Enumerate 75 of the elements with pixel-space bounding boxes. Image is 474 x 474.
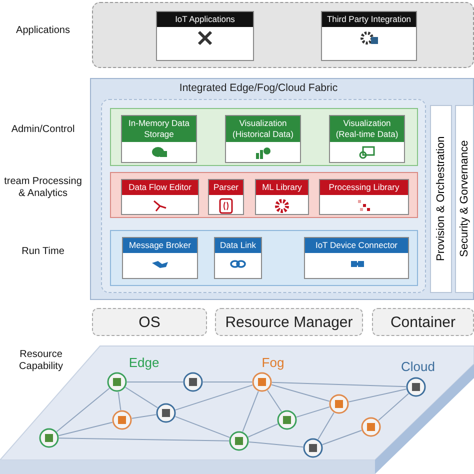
component-card [214,237,262,279]
network-link [118,391,122,411]
component-card [122,237,198,279]
layer-band [110,172,418,218]
network-link [248,424,278,438]
device-node [112,410,132,430]
layer-band [110,108,418,166]
component-card [304,237,409,279]
component-card [121,115,197,163]
device-node [156,403,176,423]
side-panel: Security & Gorvernance [455,105,474,293]
card-title: Visualization (Historical Data) [226,116,300,142]
layer-label: Applications [15,25,71,37]
layer-label: tream Processing & Analytics [3,176,83,200]
network-link [58,422,113,436]
network-link [242,390,259,432]
device-node [183,372,203,392]
card-title: IoT Applications [157,12,253,27]
device-node [39,428,59,448]
device-node [277,410,297,430]
component-card [208,179,244,215]
card-title: ML Library [256,180,308,195]
region-label: Fog [260,355,286,370]
component-card [225,115,301,163]
network-link [296,406,330,418]
layer-band [110,230,418,286]
network-link [248,441,304,448]
dashed-container [101,99,426,293]
layer-label: Resource Capability [18,349,64,373]
side-panel: Provision & Orchestration [430,105,452,293]
network-link [175,384,253,410]
layer-label: Admin/Control [10,124,76,136]
layer-panel: OS [92,308,207,336]
network-link [56,388,110,432]
component-card [255,179,309,215]
layer-panel: Container [372,308,474,336]
device-node [107,372,127,392]
device-node [229,431,249,451]
device-node [252,372,272,392]
panel-title: Integrated Edge/Fog/Cloud Fabric [178,82,339,94]
card-title: In-Memory Data Storage [122,116,196,142]
component-card [321,11,417,61]
component-card [319,179,409,215]
network-link [131,414,157,419]
application-layer-panel [92,2,474,68]
device-node [303,438,323,458]
card-title: Third Party Integration [322,12,416,27]
component-card [156,11,254,61]
card-title: Data Link [215,238,261,253]
network-link [348,388,407,402]
card-title: Parser [209,180,243,195]
layer-panel: Resource Manager [215,308,363,336]
network-link [124,386,158,408]
layer-label: Run Time [20,246,66,258]
device-node [406,377,426,397]
device-node [329,394,349,414]
network-link [318,412,334,440]
network-link [378,393,410,421]
region-label: Edge [128,355,160,370]
card-title: IoT Device Connector [305,238,408,253]
card-title: Message Broker [123,238,197,253]
network-link [271,384,330,402]
component-card [121,179,199,215]
network-link [174,416,230,438]
component-card [329,115,405,163]
fabric-panel [90,78,474,300]
card-title: Visualization (Real-time Data) [330,116,404,142]
network-link [267,390,282,412]
card-title: Data Flow Editor [122,180,198,195]
network-link [58,438,230,442]
card-title: Processing Library [320,180,408,195]
device-node [361,417,381,437]
network-link [272,382,406,388]
network-link [322,430,362,446]
region-label: Cloud [400,359,436,374]
